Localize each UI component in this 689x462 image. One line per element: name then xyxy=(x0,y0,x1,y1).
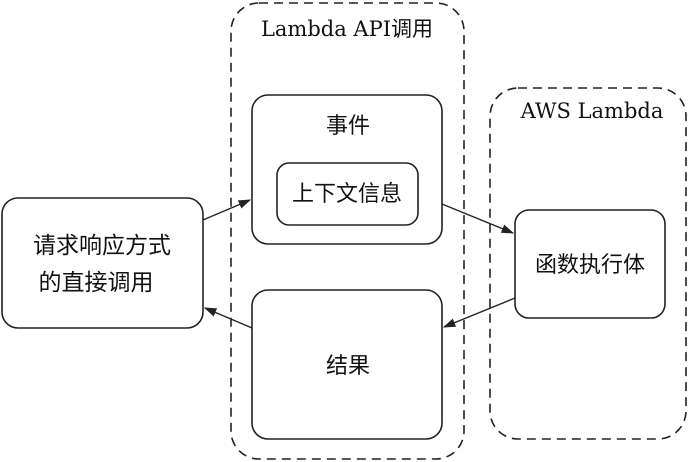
context-info-node: 上下文信息 xyxy=(276,162,419,226)
client-node: 请求响应方式 的直接调用 xyxy=(1,197,204,329)
arrow-event-to-function xyxy=(441,203,515,234)
function-body-node: 函数执行体 xyxy=(514,209,666,319)
event-label: 事件 xyxy=(326,114,370,139)
context-info-label: 上下文信息 xyxy=(292,182,402,207)
lambda-api-group-title: Lambda API调用 xyxy=(261,17,433,41)
result-node: 结果 xyxy=(251,289,443,440)
client-label-line2: 的直接调用 xyxy=(39,270,154,296)
context-info-box xyxy=(276,162,419,226)
lambda-api-group: Lambda API调用 xyxy=(230,2,465,460)
aws-lambda-group-title: AWS Lambda xyxy=(520,99,664,123)
aws-lambda-group-border xyxy=(489,87,687,440)
result-box xyxy=(251,289,443,440)
arrow-client-to-event xyxy=(202,199,252,221)
client-box xyxy=(1,197,204,329)
result-label: 结果 xyxy=(326,354,370,379)
aws-lambda-group: AWS Lambda xyxy=(489,87,687,440)
client-label-line1: 请求响应方式 xyxy=(33,233,171,259)
function-body-label: 函数执行体 xyxy=(535,253,645,278)
arrow-function-to-result xyxy=(442,297,516,328)
arrow-result-to-client xyxy=(203,307,253,329)
lambda-api-group-border xyxy=(230,2,465,460)
function-body-box xyxy=(514,209,666,319)
